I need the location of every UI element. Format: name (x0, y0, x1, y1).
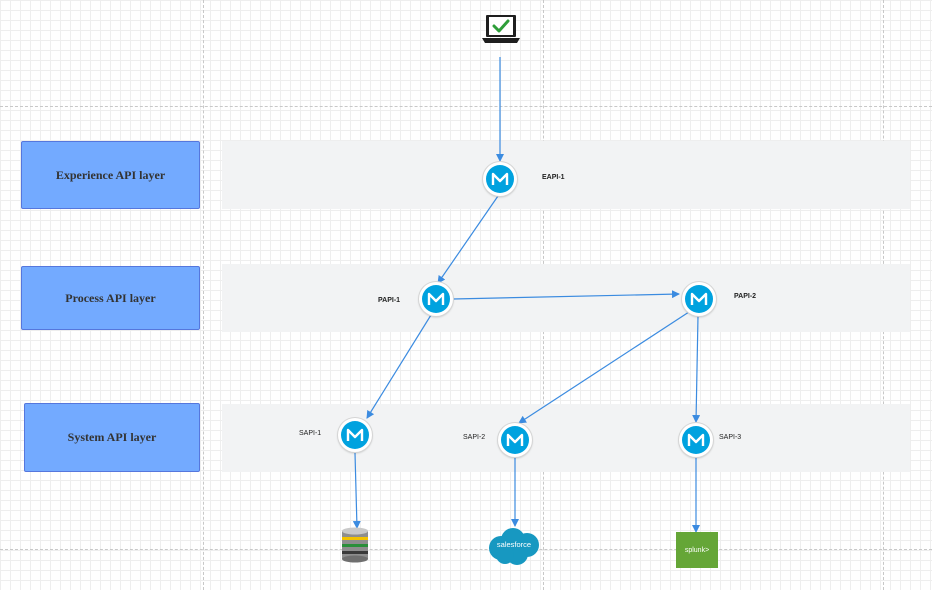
laptop-check-icon (482, 15, 520, 43)
edge-papi2-sapi2 (518, 309, 693, 424)
sapi1-label: SAPI-1 (299, 430, 322, 437)
guide-line-horizontal (0, 106, 932, 107)
sapi3-label: SAPI-3 (719, 434, 742, 441)
splunk-label: splunk> (684, 546, 710, 554)
process-layer-box[interactable]: Process API layer (21, 266, 200, 330)
system-layer-label: System API layer (67, 430, 157, 444)
database-icon (342, 527, 368, 563)
guide-line-horizontal (0, 549, 932, 550)
guide-line-vertical (203, 0, 204, 590)
edge-papi2-sapi3 (692, 315, 701, 423)
experience-layer-band (222, 141, 910, 209)
papi1-label: PAPI-1 (378, 297, 401, 304)
process-layer-band (222, 264, 910, 332)
system-layer-band (222, 404, 910, 472)
mulesoft-icon (346, 428, 364, 441)
experience-layer-label: Experience API layer (55, 167, 166, 182)
papi1-node[interactable] (419, 282, 453, 316)
edge-eapi1-papi1 (437, 195, 499, 284)
mulesoft-icon (690, 292, 708, 305)
mulesoft-icon (687, 433, 705, 446)
sapi1-node[interactable] (338, 418, 372, 452)
sapi2-node[interactable] (498, 423, 532, 457)
salesforce-label: salesforce (496, 540, 532, 549)
process-layer-label: Process API layer (65, 290, 156, 305)
sapi3-node[interactable] (679, 423, 713, 457)
splunk-icon: splunk> (676, 532, 718, 568)
experience-layer-box[interactable]: Experience API layer (21, 141, 200, 209)
mulesoft-icon (427, 292, 445, 305)
papi2-label: PAPI-2 (734, 293, 757, 300)
eapi1-label: EAPI-1 (542, 174, 565, 181)
edge-sapi1-database (352, 452, 361, 529)
mulesoft-icon (506, 433, 524, 446)
system-layer-box[interactable]: System API layer (24, 403, 200, 472)
edge-papi1-sapi1 (366, 314, 432, 419)
salesforce-cloud-icon: salesforce (487, 526, 541, 566)
eapi1-node[interactable] (483, 162, 517, 196)
papi2-node[interactable] (682, 282, 716, 316)
sapi2-label: SAPI-2 (463, 434, 486, 441)
mulesoft-icon (491, 172, 509, 185)
edge-papi1-papi2 (452, 290, 680, 300)
